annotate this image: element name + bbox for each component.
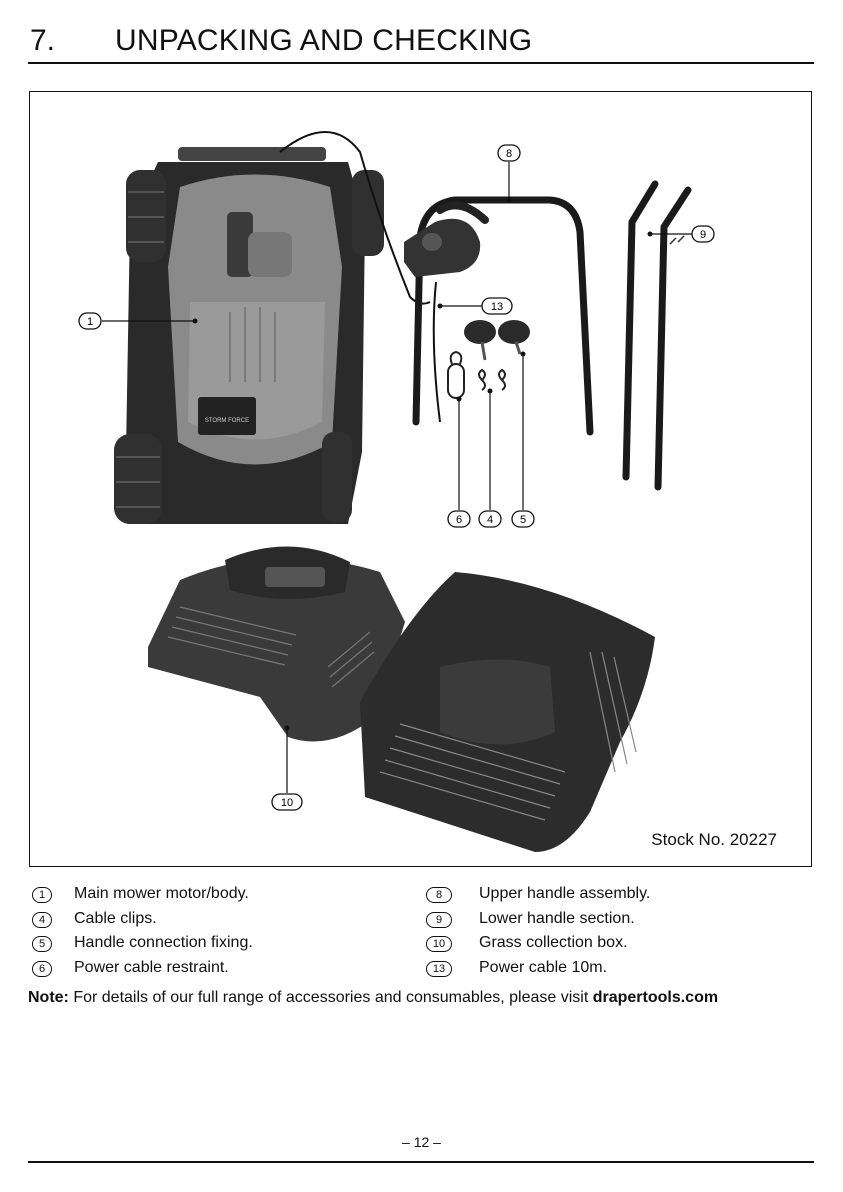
svg-text:6: 6 (456, 514, 462, 526)
parts-figure: STORM FORCE (29, 91, 812, 867)
page-number: – 12 – (0, 1134, 843, 1150)
legend-label: Lower handle section. (479, 910, 635, 928)
callout-4: 4 (479, 511, 501, 527)
legend-label: Cable clips. (74, 910, 157, 928)
legend-number: 1 (32, 887, 52, 903)
fixing-knobs-illustration (464, 320, 530, 360)
collection-box-basket-illustration (360, 572, 655, 852)
footer-rule (28, 1161, 814, 1163)
legend-label: Grass collection box. (479, 934, 628, 952)
svg-text:5: 5 (520, 514, 526, 526)
callout-8: 8 (498, 145, 520, 161)
handle-switch-illustration (404, 205, 485, 277)
svg-text:13: 13 (491, 301, 503, 313)
legend-number: 10 (426, 936, 452, 952)
callout-1: 1 (79, 313, 101, 329)
svg-text:4: 4 (487, 514, 493, 526)
screws-illustration (670, 236, 684, 244)
callout-5: 5 (512, 511, 534, 527)
legend-label: Upper handle assembly. (479, 885, 650, 903)
mower-body-illustration: STORM FORCE (114, 132, 430, 524)
lower-handle-illustration (626, 184, 688, 487)
accessories-note: Note: For details of our full range of a… (28, 989, 718, 1007)
section-title: UNPACKING AND CHECKING (115, 24, 532, 58)
brand-plate-text: STORM FORCE (205, 418, 249, 424)
parts-illustration: STORM FORCE (30, 92, 812, 867)
legend-label: Power cable restraint. (74, 959, 229, 977)
svg-text:1: 1 (87, 316, 93, 328)
callout-6: 6 (448, 511, 470, 527)
legend-number: 13 (426, 961, 452, 977)
section-number: 7. (30, 24, 55, 58)
website-link[interactable]: drapertools.com (593, 989, 718, 1006)
callout-10: 10 (272, 794, 302, 810)
cable-clips-illustration (479, 370, 505, 390)
legend-number: 8 (426, 887, 452, 903)
svg-text:9: 9 (700, 229, 706, 241)
svg-text:8: 8 (506, 148, 512, 160)
legend-number: 5 (32, 936, 52, 952)
legend-number: 9 (426, 912, 452, 928)
legend-label: Power cable 10m. (479, 959, 607, 977)
callout-13: 13 (482, 298, 512, 314)
callout-9: 9 (692, 226, 714, 242)
svg-text:10: 10 (281, 797, 293, 809)
stock-number: Stock No. 20227 (651, 830, 777, 850)
legend-number: 6 (32, 961, 52, 977)
legend-label: Handle connection fixing. (74, 934, 253, 952)
legend-label: Main mower motor/body. (74, 885, 249, 903)
note-text: For details of our full range of accesso… (69, 989, 593, 1006)
cable-restraint-illustration (448, 352, 464, 398)
note-label: Note: (28, 989, 69, 1006)
section-heading: 7. UNPACKING AND CHECKING (28, 22, 814, 64)
legend-number: 4 (32, 912, 52, 928)
